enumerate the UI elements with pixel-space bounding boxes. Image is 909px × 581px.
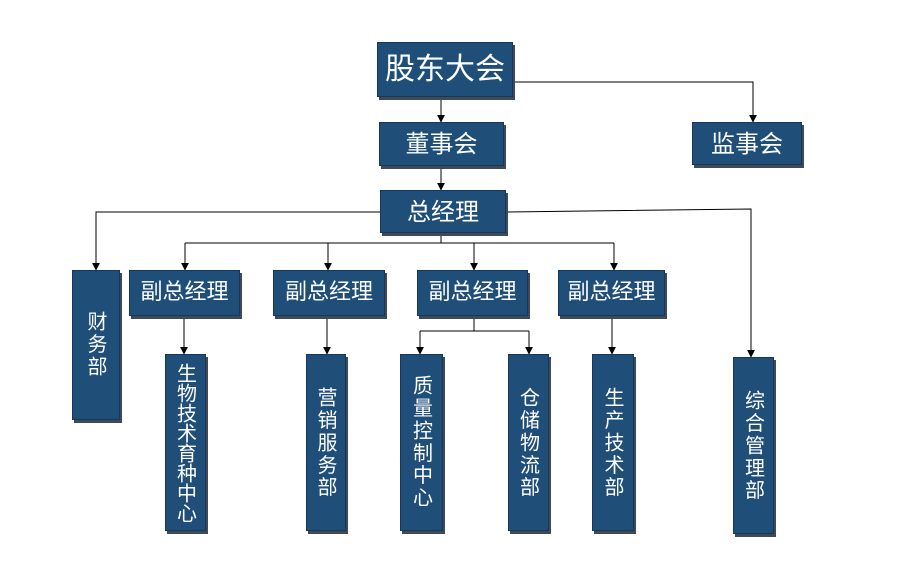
node-label: 总经理: [407, 197, 479, 226]
node-label: 董事会: [405, 130, 478, 158]
connector-gm-admin: [506, 208, 755, 358]
node-label: 生产技术部: [601, 386, 625, 499]
node-marketing-dept: 营销服务部: [306, 354, 346, 531]
node-label: 财务部: [84, 311, 108, 379]
node-quality-center: 质量控制中心: [400, 354, 443, 531]
node-label: 营销服务部: [314, 386, 338, 499]
connector-gm-finance: [92, 211, 380, 271]
node-label: 副总经理: [140, 280, 229, 305]
node-production-dept: 生产技术部: [592, 354, 634, 531]
node-deputy-gm-1: 副总经理: [129, 270, 240, 316]
node-biotech-center: 生物技术育种中心: [165, 354, 206, 531]
node-label: 副总经理: [428, 280, 517, 305]
node-label: 副总经理: [284, 280, 373, 305]
node-finance-dept: 财务部: [72, 270, 120, 420]
node-supervisory-board: 监事会: [692, 122, 802, 165]
node-deputy-gm-2: 副总经理: [273, 270, 385, 316]
node-label: 仓储物流部: [516, 386, 541, 499]
node-label: 监事会: [711, 129, 783, 158]
connector-deputy3-split: [420, 316, 529, 332]
node-label: 综合管理部: [741, 389, 766, 502]
node-admin-dept: 综合管理部: [733, 357, 774, 534]
node-label: 股东大会: [385, 51, 505, 87]
connector-shareholders-supervisory: [513, 81, 757, 123]
node-logistics-dept: 仓储物流部: [508, 354, 549, 531]
node-board-of-directors: 董事会: [379, 122, 504, 166]
node-general-manager: 总经理: [380, 190, 506, 233]
node-label: 副总经理: [567, 280, 656, 305]
node-deputy-gm-4: 副总经理: [558, 270, 665, 316]
node-label: 生物技术育种中心: [173, 362, 198, 523]
node-shareholders-meeting: 股东大会: [377, 42, 513, 97]
connector-gm-deputy-bus: [185, 233, 614, 244]
node-label: 质量控制中心: [409, 375, 434, 510]
node-deputy-gm-3: 副总经理: [417, 270, 528, 316]
